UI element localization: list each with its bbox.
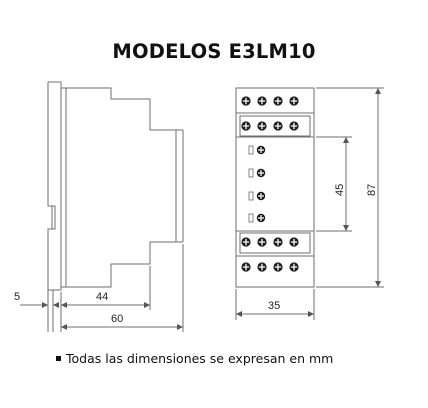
screw-terminal-icon — [273, 262, 283, 272]
screw-terminal-icon — [273, 96, 283, 106]
screw-terminal-icon — [241, 96, 251, 106]
screw-terminal-icon — [241, 262, 251, 272]
page-title: MODELOS E3LM10 — [112, 40, 316, 63]
terminal-screws — [241, 96, 299, 272]
dim-label-total-depth: 60 — [111, 313, 123, 325]
side-view — [47, 81, 184, 291]
screw-terminal-icon — [289, 96, 299, 106]
footnote-text: Todas las dimensiones se expresan en mm — [66, 351, 334, 366]
screw-terminal-icon — [257, 237, 267, 247]
led-indicator-icon — [248, 168, 266, 178]
side-dimensions — [20, 244, 184, 332]
dim-label-total-height: 87 — [366, 184, 378, 196]
screw-terminal-icon — [241, 121, 251, 131]
screw-terminal-icon — [241, 237, 251, 247]
screw-terminal-icon — [273, 237, 283, 247]
screw-terminal-icon — [273, 121, 283, 131]
screw-terminal-icon — [289, 237, 299, 247]
screw-terminal-icon — [289, 262, 299, 272]
led-indicator-icon — [248, 191, 266, 201]
dim-label-body-depth: 44 — [96, 291, 108, 303]
bullet-icon — [56, 356, 61, 361]
front-view — [235, 87, 315, 288]
screw-terminal-icon — [257, 262, 267, 272]
screw-terminal-icon — [257, 96, 267, 106]
footnote: Todas las dimensiones se expresan en mm — [56, 351, 333, 366]
led-indicator-icon — [248, 213, 266, 223]
dim-label-rail-offset: 5 — [14, 291, 20, 303]
screw-terminal-icon — [257, 121, 267, 131]
dimension-arrows — [42, 88, 381, 330]
dim-label-width: 35 — [268, 300, 280, 312]
led-indicators — [248, 145, 266, 223]
led-indicator-icon — [248, 145, 266, 155]
dim-label-inner-height: 45 — [334, 184, 346, 196]
screw-terminal-icon — [289, 121, 299, 131]
